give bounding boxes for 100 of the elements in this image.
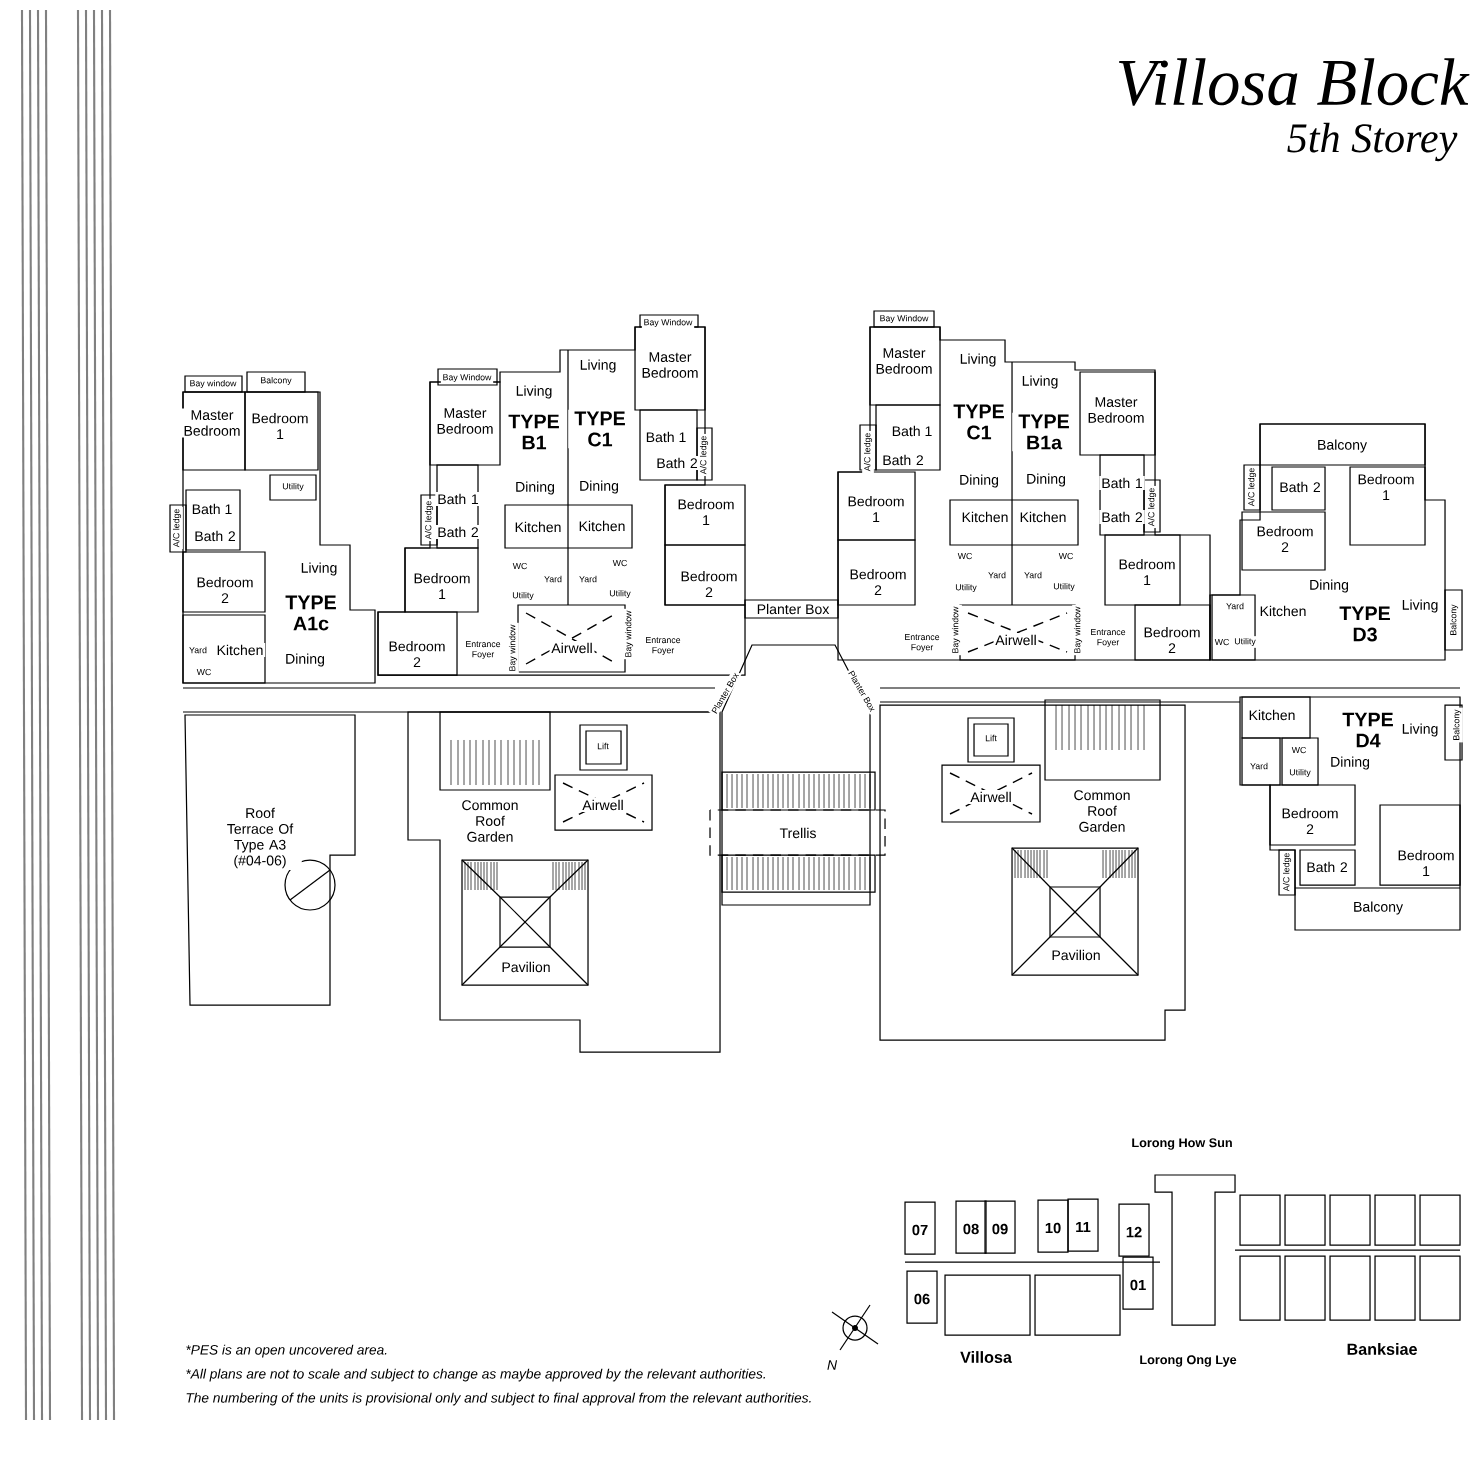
unit-number: 01 <box>1128 1278 1148 1292</box>
room-label: Dining <box>1328 754 1372 772</box>
room-label: Kitchen <box>576 519 628 533</box>
small-room-label: Entrance Foyer <box>898 632 946 654</box>
small-room-label: Balcony <box>1448 602 1460 638</box>
small-room-label: Bay Window <box>877 313 931 325</box>
room-label: Airwell <box>993 633 1039 647</box>
room-label: Kitchen <box>1017 510 1069 524</box>
room-label: Dining <box>1307 577 1351 595</box>
room-label: Common Roof Garden <box>1060 788 1144 834</box>
small-room-label: WC <box>955 551 975 561</box>
small-room-label: Bay window <box>1072 604 1084 656</box>
small-room-label: Bay window <box>623 608 635 660</box>
unit-type-label: TYPE D4 <box>1336 710 1400 750</box>
small-room-label: WC <box>1289 745 1309 755</box>
unit-type-label: TYPE B1 <box>502 412 566 452</box>
room-label: Bedroom 2 <box>385 639 449 669</box>
small-room-label: Utility <box>953 582 979 594</box>
room-label: Living <box>1399 721 1441 739</box>
room-label: Bath 2 <box>192 529 238 543</box>
small-room-label: Yard <box>986 570 1008 580</box>
room-label: Airwell <box>549 641 595 655</box>
room-label: Airwell <box>968 790 1014 804</box>
unit-number: 07 <box>910 1223 930 1237</box>
small-room-label: Yard <box>542 574 564 584</box>
unit-type-label: TYPE D3 <box>1333 604 1397 644</box>
room-label: Bath 2 <box>1304 860 1350 874</box>
room-label: Bedroom 2 <box>1140 625 1204 655</box>
small-room-label: Utility <box>607 588 633 600</box>
unit-number: 08 <box>961 1222 981 1236</box>
room-label: Bedroom 2 <box>193 575 257 605</box>
room-label: Living <box>957 351 999 369</box>
unit-type-label: TYPE C1 <box>568 409 632 449</box>
small-room-label: Balcony <box>1451 707 1463 743</box>
unit-number: 12 <box>1124 1225 1144 1239</box>
small-room-label: A/C ledge <box>698 433 710 477</box>
small-room-label: Bay Window <box>440 372 494 384</box>
room-label: Master Bedroom <box>1084 395 1148 425</box>
unit-number: 11 <box>1073 1220 1093 1234</box>
room-label: Planter Box <box>754 602 832 616</box>
room-label: Airwell <box>580 798 626 812</box>
room-label: Master Bedroom <box>872 346 936 376</box>
small-room-label: WC <box>1056 551 1076 561</box>
room-label: Kitchen <box>959 510 1011 524</box>
room-label: Roof Terrace Of Type A3 (#04-06) <box>218 806 302 871</box>
storey-subtitle: 5th Storey <box>1287 122 1458 162</box>
room-label: Bedroom 1 <box>844 494 908 524</box>
room-label: Bedroom 2 <box>1253 524 1317 554</box>
room-label: Master Bedroom <box>433 406 497 436</box>
note-text: *PES is an open uncovered area. <box>186 1344 387 1358</box>
room-label: Kitchen <box>512 520 564 534</box>
room-label: Bedroom 1 <box>1354 472 1418 502</box>
unit-number: 06 <box>912 1292 932 1306</box>
room-label: Living <box>513 383 555 401</box>
room-label: Trellis <box>777 826 819 840</box>
room-label: Kitchen <box>1246 708 1298 722</box>
small-room-label: Utility <box>1051 581 1077 593</box>
room-label: Bath 2 <box>1277 480 1323 494</box>
small-room-label: Yard <box>1224 601 1246 611</box>
unit-number: 09 <box>990 1222 1010 1236</box>
small-room-label: Bay Window <box>641 317 695 329</box>
small-room-label: Lift <box>595 741 611 751</box>
room-label: Bath 1 <box>1099 476 1145 490</box>
room-label: Bedroom 1 <box>1115 557 1179 587</box>
room-label: Balcony <box>1351 899 1405 917</box>
small-room-label: Lift <box>983 733 999 743</box>
room-label: Master Bedroom <box>638 350 702 380</box>
room-label: Bedroom 2 <box>1278 806 1342 836</box>
small-room-label: A/C ledge <box>423 498 435 542</box>
room-label: Bath 1 <box>889 424 935 438</box>
small-room-label: Bay window <box>950 604 962 656</box>
small-room-label: WC <box>1212 637 1232 647</box>
street-label: Lorong How Sun <box>1129 1136 1235 1152</box>
small-room-label: Balcony <box>258 375 294 387</box>
small-room-label: A/C ledge <box>1146 485 1158 529</box>
room-label: Master Bedroom <box>180 408 244 438</box>
small-room-label: Yard <box>1248 761 1270 771</box>
small-room-label: A/C ledge <box>1246 465 1258 509</box>
small-room-label: Utility <box>1287 767 1313 779</box>
room-label: Dining <box>283 651 327 669</box>
room-label: Pavilion <box>1049 948 1103 962</box>
room-label: Bath 1 <box>435 492 481 506</box>
room-label: Bath 2 <box>654 456 700 470</box>
room-label: Dining <box>513 479 557 497</box>
block-label: Banksiae <box>1344 1341 1420 1357</box>
room-label: Pavilion <box>499 960 553 974</box>
small-room-label: A/C ledge <box>862 430 874 474</box>
room-label: Dining <box>957 472 1001 490</box>
room-label: Balcony <box>1315 437 1369 455</box>
room-label: Living <box>298 560 340 578</box>
small-room-label: Entrance Foyer <box>459 639 507 661</box>
small-room-label: Utility <box>1232 636 1258 648</box>
room-label: Dining <box>577 478 621 496</box>
small-room-label: Bay window <box>187 378 239 390</box>
small-room-label: Utility <box>280 481 306 493</box>
room-label: Bath 2 <box>1099 510 1145 524</box>
room-label: Kitchen <box>214 643 266 657</box>
small-room-label: Bay window <box>507 622 519 674</box>
small-room-label: Utility <box>510 590 536 602</box>
street-label: Lorong Ong Lye <box>1137 1353 1239 1369</box>
